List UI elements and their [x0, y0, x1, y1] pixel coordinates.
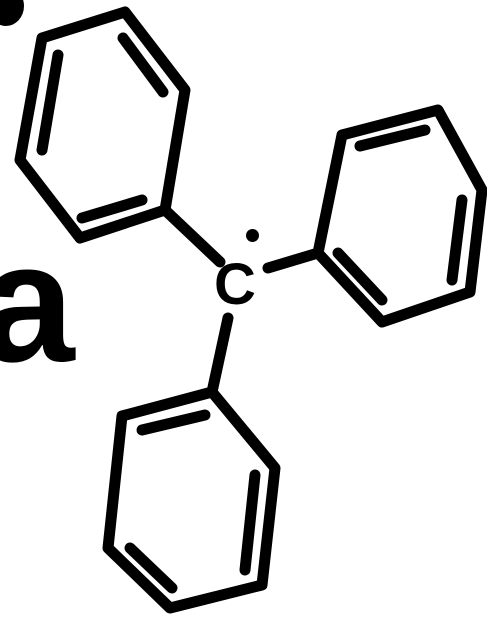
double-bond-inner [354, 124, 431, 152]
bond-upper-left [159, 204, 226, 268]
double-bond-inner [136, 409, 211, 436]
panel-label: a [0, 208, 75, 398]
double-bond-inner [124, 542, 178, 594]
double-bond-inner [117, 32, 169, 98]
phenyl-ring-right [312, 104, 487, 328]
double-bond-inner [332, 247, 388, 306]
double-bond-inner [239, 469, 261, 576]
bond-right [262, 247, 324, 274]
radical-dot [246, 229, 259, 242]
double-bond-inner [446, 194, 468, 286]
double-bond-inner [36, 49, 64, 156]
phenyl-ring-bottom [102, 386, 281, 614]
center-carbon-label: C [214, 252, 256, 317]
phenyl-ring-upper-left [14, 6, 191, 244]
double-bond-inner [76, 194, 148, 224]
bond-bottom [206, 312, 234, 398]
